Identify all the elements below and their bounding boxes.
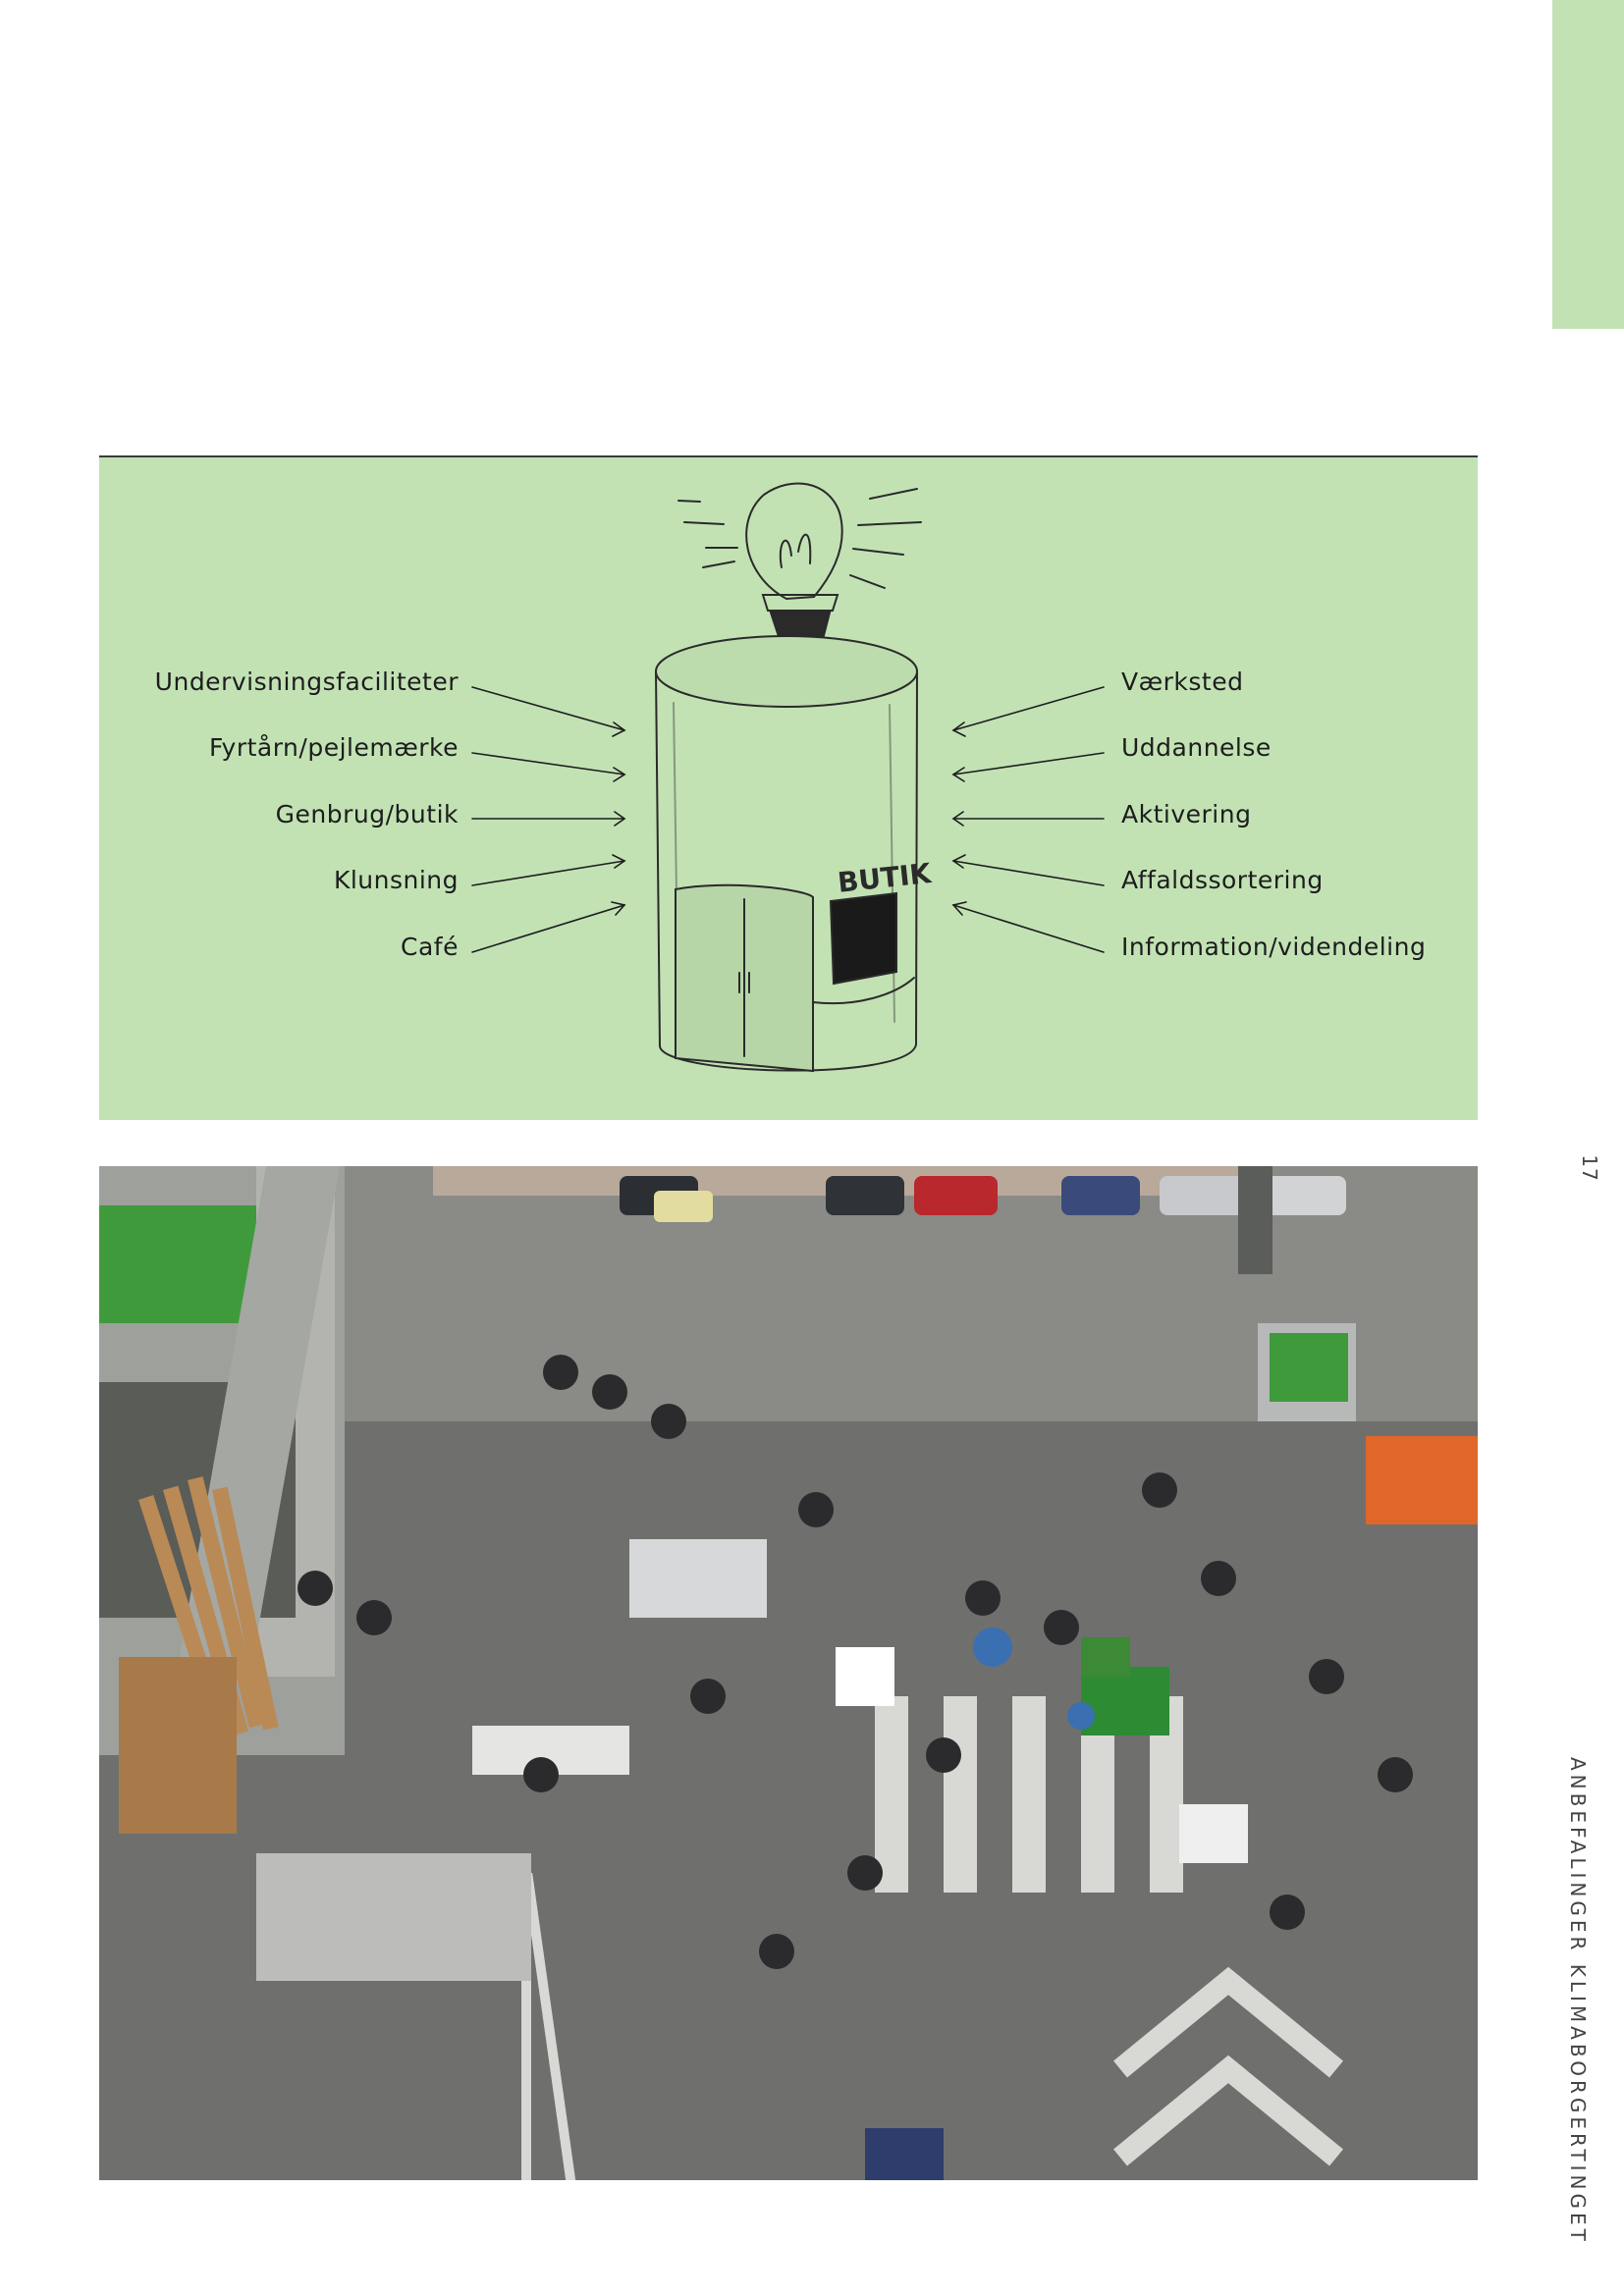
tower-sketch: BUTIK xyxy=(471,482,1105,1073)
label-klunsning: Klunsning xyxy=(333,866,459,894)
page-number: 17 xyxy=(1578,1154,1601,1182)
label-affaldssortering: Affaldssortering xyxy=(1121,866,1324,894)
label-undervisningsfaciliteter: Undervisningsfaciliteter xyxy=(154,667,459,696)
label-genbrug-butik: Genbrug/butik xyxy=(275,800,459,828)
label-uddannelse: Uddannelse xyxy=(1121,733,1272,762)
tower-sign-text: BUTIK xyxy=(836,857,934,899)
label-aktivering: Aktivering xyxy=(1121,800,1252,828)
label-cafe: Café xyxy=(401,933,459,961)
section-tab-accent xyxy=(1552,0,1624,329)
label-fyrtaarn: Fyrtårn/pejlemærke xyxy=(208,733,459,762)
running-title: ANBEFALINGER KLIMABORGERTINGET xyxy=(1566,1757,1590,2245)
recycling-market-photo xyxy=(99,1166,1478,2180)
label-information-videndeling: Information/videndeling xyxy=(1121,933,1427,961)
label-vaerksted: Værksted xyxy=(1121,667,1244,696)
recycling-tower-diagram: BUTIK Undervisningsfaciliteter Fyrtårn/p… xyxy=(99,455,1478,1120)
